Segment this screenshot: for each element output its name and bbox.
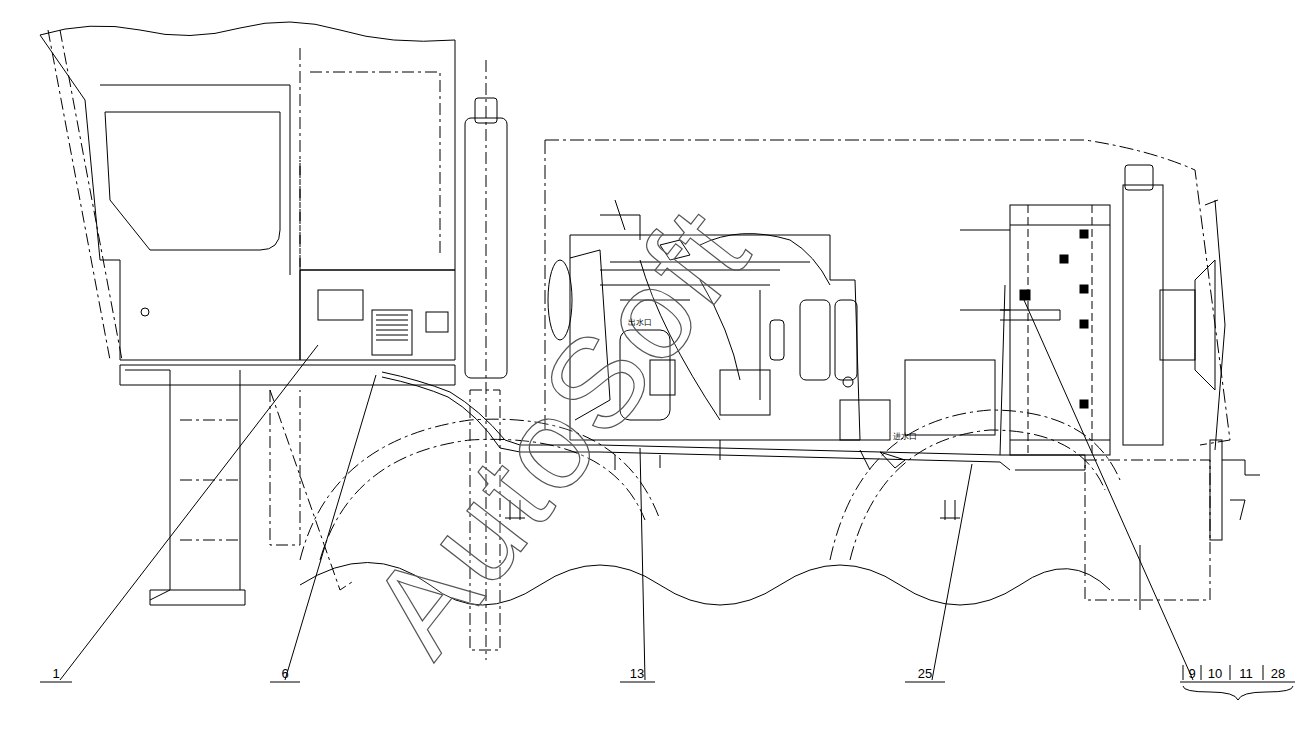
callout-number: 13 xyxy=(630,667,644,680)
callout-number: 11 xyxy=(1239,667,1253,680)
callout-number: 1 xyxy=(52,667,59,680)
callout-number: 6 xyxy=(281,667,288,680)
port-label: 出水口 xyxy=(628,319,652,327)
callout-number: 28 xyxy=(1271,667,1285,680)
callout-number: 10 xyxy=(1208,667,1222,680)
callout-number: 9 xyxy=(1188,667,1195,680)
watermark: AutoSoft xyxy=(349,185,772,676)
port-label: 进水口 xyxy=(893,433,917,441)
callout-number: 25 xyxy=(918,667,932,680)
